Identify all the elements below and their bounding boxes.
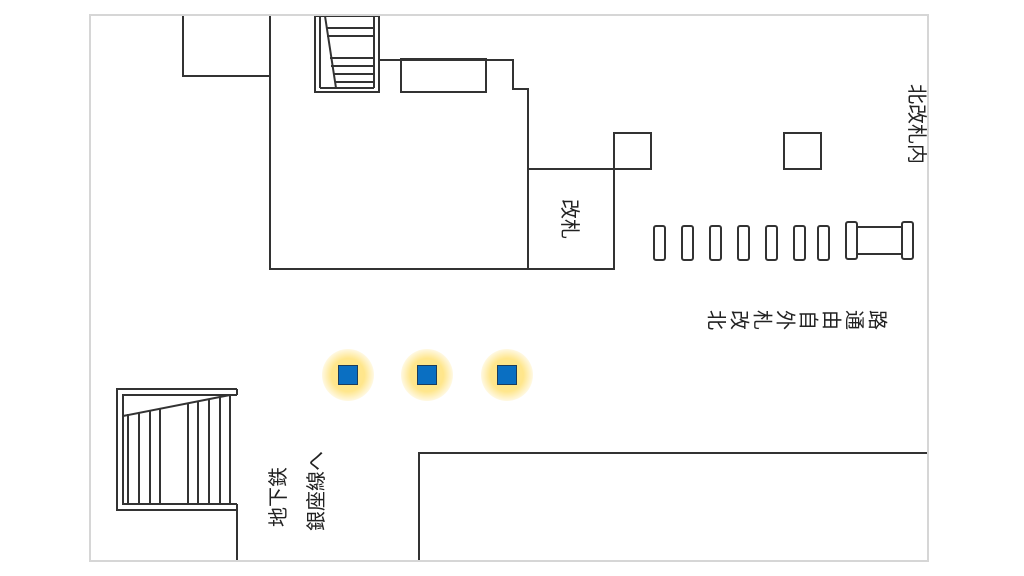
- north-gate-outside-passage-label: 北改札外自由通路: [704, 310, 890, 330]
- location-marker-2[interactable]: [401, 349, 453, 401]
- location-marker-1[interactable]: [322, 349, 374, 401]
- pillar-2: [783, 132, 822, 170]
- gate-units: [653, 221, 914, 261]
- counter: [400, 58, 487, 93]
- room-top-left: [182, 16, 270, 77]
- pillar-1: [613, 132, 652, 170]
- concourse-block: [269, 16, 529, 270]
- north-gate-inside-label: 北改札内: [905, 84, 929, 164]
- ticket-gate-label: 改札: [558, 199, 582, 239]
- subway-label-line1: 地下鉄: [266, 467, 290, 527]
- marker-square-icon: [417, 365, 437, 385]
- marker-square-icon: [497, 365, 517, 385]
- marker-square-icon: [338, 365, 358, 385]
- stairs-top: [314, 15, 380, 93]
- ticket-gate-box: [527, 168, 615, 270]
- subway-label-line2: 銀座線へ: [304, 451, 328, 531]
- location-marker-3[interactable]: [481, 349, 533, 401]
- building-bottom-right: [418, 452, 929, 562]
- stairs-subway: [116, 388, 238, 562]
